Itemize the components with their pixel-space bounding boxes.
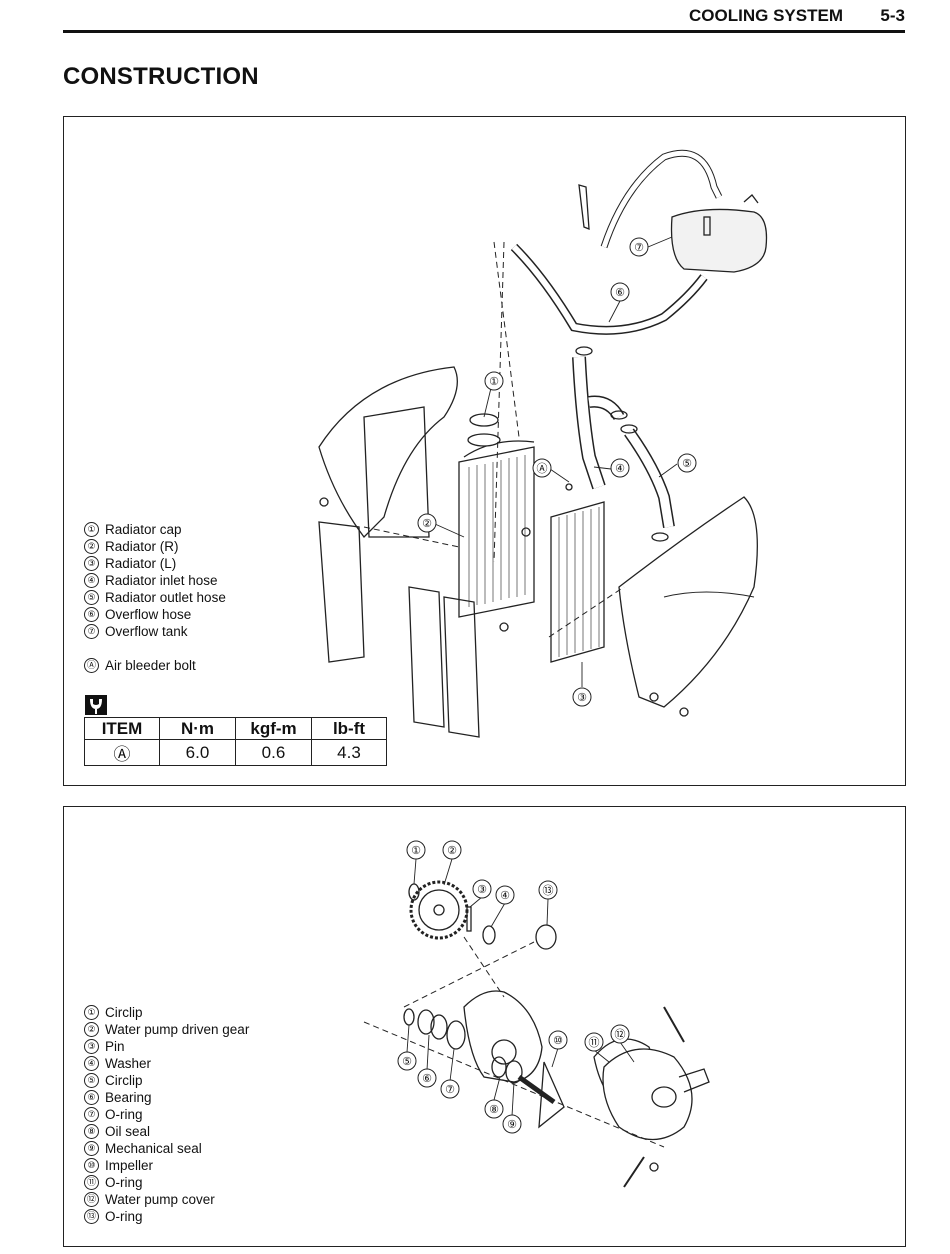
callout-9: ⑨ — [507, 1119, 517, 1131]
section-title: COOLING SYSTEM — [689, 6, 843, 25]
callout-4: ④ — [500, 890, 510, 902]
callout-12: ⑫ — [615, 1028, 626, 1041]
callout-7: ⑦ — [634, 242, 644, 254]
page-number: 5-3 — [880, 6, 905, 25]
table-header-row: ITEM N·m kgf-m lb-ft — [84, 717, 387, 740]
callout-6: ⑥ — [615, 287, 625, 299]
callout-3: ③ — [477, 884, 487, 896]
callout-1: ① — [489, 376, 499, 388]
water-pump-exploded-diagram: ① ② ③ ④ ⑬ ⑤ ⑥ ⑦ ⑧ ⑨ ⑩ ⑪ ⑫ — [363, 840, 710, 1188]
callout-1: ① — [411, 845, 421, 857]
callout-13: ⑬ — [543, 884, 554, 897]
torque-wrench-icon — [85, 695, 107, 715]
callout-8: ⑧ — [489, 1104, 499, 1116]
table-row: Ⓐ 6.0 0.6 4.3 — [84, 739, 387, 766]
callout-2: ② — [422, 518, 432, 530]
callout-7: ⑦ — [445, 1084, 455, 1096]
callout-6: ⑥ — [422, 1073, 432, 1085]
callout-11: ⑪ — [589, 1036, 600, 1049]
callout-2: ② — [447, 845, 457, 857]
page-header: COOLING SYSTEM 5-3 — [63, 4, 905, 33]
page-title: CONSTRUCTION — [63, 63, 259, 90]
callout-10: ⑩ — [553, 1035, 563, 1047]
radiator-exploded-diagram: ① ② ③ ④ ⑤ ⑥ ⑦ Ⓐ — [318, 149, 768, 738]
callout-3: ③ — [577, 692, 587, 704]
callout-5: ⑤ — [402, 1056, 412, 1068]
callout-5: ⑤ — [682, 458, 692, 470]
torque-table: ITEM N·m kgf-m lb-ft Ⓐ 6.0 0.6 4.3 — [84, 717, 387, 766]
callout-4: ④ — [615, 463, 625, 475]
callout-a: Ⓐ — [537, 462, 548, 475]
